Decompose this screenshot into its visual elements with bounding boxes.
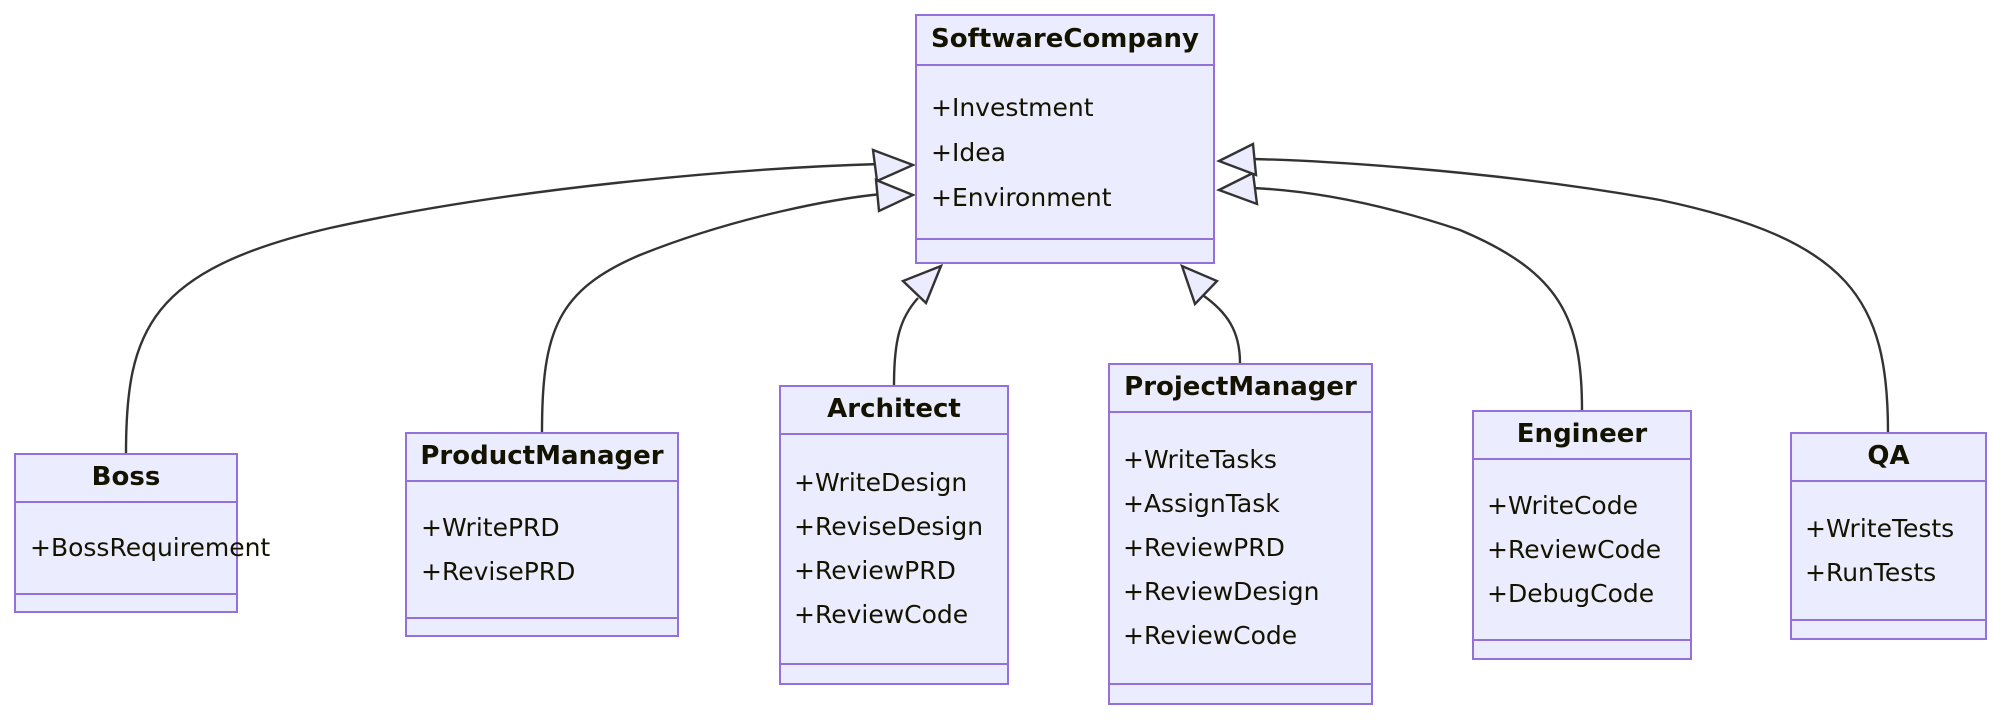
class-node-architect[interactable]: Architect +WriteDesign +ReviseDesign +Re… <box>779 385 1009 685</box>
edge-projectmanager-to-softwarecompany <box>1203 295 1242 364</box>
class-attribute: +ReviewPRD <box>794 556 956 585</box>
class-divider <box>1110 411 1371 413</box>
class-attribute: +WritePRD <box>421 512 560 542</box>
class-methods-qa <box>1792 621 1985 638</box>
class-title-architect: Architect <box>827 394 961 424</box>
class-attributes-architect: +WriteDesign +ReviseDesign +ReviewPRD +R… <box>781 435 1007 663</box>
class-divider <box>1792 619 1985 621</box>
class-divider <box>1110 683 1371 685</box>
arrowhead-architect <box>900 263 944 306</box>
class-methods-projectmanager <box>1110 685 1371 703</box>
class-attribute: +Idea <box>931 137 1006 167</box>
arrowhead-projectmanager <box>1179 263 1220 307</box>
class-title-qa: QA <box>1867 441 1910 471</box>
class-attribute: +ReviseDesign <box>794 512 984 541</box>
class-node-engineer[interactable]: Engineer +WriteCode +ReviewCode +DebugCo… <box>1472 410 1692 660</box>
class-title-productmanager: ProductManager <box>420 441 664 471</box>
class-divider <box>16 593 236 595</box>
class-divider <box>781 433 1007 435</box>
class-node-boss[interactable]: Boss +BossRequirement <box>14 453 271 613</box>
class-attribute: +BossRequirement <box>30 533 271 562</box>
class-attributes-engineer: +WriteCode +ReviewCode +DebugCode <box>1474 460 1690 639</box>
class-divider <box>1474 639 1690 641</box>
class-attributes-softwarecompany: +Investment +Idea +Environment <box>917 66 1213 238</box>
class-attribute: +WriteTests <box>1805 513 1955 543</box>
class-attributes-productmanager: +WritePRD +RevisePRD <box>407 482 677 617</box>
class-divider <box>1792 480 1985 482</box>
class-divider <box>781 663 1007 665</box>
class-attribute: +RevisePRD <box>421 556 576 586</box>
class-attribute: +WriteCode <box>1487 490 1638 520</box>
arrowhead-engineer <box>1215 171 1259 206</box>
class-node-softwarecompany[interactable]: SoftwareCompany +Investment +Idea +Envir… <box>915 14 1215 264</box>
class-title-projectmanager: ProjectManager <box>1124 372 1357 402</box>
class-divider <box>407 480 677 482</box>
class-methods-productmanager <box>407 619 677 635</box>
class-attributes-projectmanager: +WriteTasks +AssignTask +ReviewPRD +Revi… <box>1110 413 1371 683</box>
class-divider <box>917 238 1213 240</box>
class-methods-engineer <box>1474 641 1690 658</box>
class-attribute: +AssignTask <box>1123 489 1280 518</box>
class-node-qa[interactable]: QA +WriteTests +RunTests <box>1790 432 1987 640</box>
class-node-productmanager[interactable]: ProductManager +WritePRD +RevisePRD <box>405 432 679 637</box>
class-node-projectmanager[interactable]: ProjectManager +WriteTasks +AssignTask +… <box>1108 363 1373 705</box>
edge-engineer-to-softwarecompany <box>1251 186 1584 411</box>
class-attribute: +ReviewCode <box>1123 621 1298 650</box>
class-attribute: +ReviewCode <box>794 600 969 629</box>
edge-boss-to-softwarecompany <box>124 162 881 454</box>
class-attribute: +DebugCode <box>1487 578 1655 608</box>
class-attribute: +Investment <box>931 92 1094 122</box>
class-divider <box>407 617 677 619</box>
class-divider <box>16 501 236 503</box>
class-attribute: +WriteTasks <box>1123 445 1277 474</box>
edge-productmanager-to-softwarecompany <box>540 192 883 433</box>
class-attributes-qa: +WriteTests +RunTests <box>1792 482 1985 619</box>
class-attribute: +ReviewPRD <box>1123 533 1285 562</box>
class-title-softwarecompany: SoftwareCompany <box>931 24 1199 54</box>
class-attribute: +Environment <box>931 182 1112 212</box>
class-title-boss: Boss <box>91 462 161 492</box>
class-attribute: +ReviewDesign <box>1123 577 1320 606</box>
edge-qa-to-softwarecompany <box>1251 157 1890 433</box>
arrowhead-qa <box>1216 142 1258 177</box>
class-methods-softwarecompany <box>917 240 1213 262</box>
class-title-engineer: Engineer <box>1516 419 1648 449</box>
class-methods-boss <box>16 595 236 611</box>
class-methods-architect <box>781 665 1007 683</box>
edge-architect-to-softwarecompany <box>892 297 919 386</box>
arrowhead-boss <box>871 148 917 183</box>
class-attribute: +RunTests <box>1805 557 1937 587</box>
class-divider <box>917 64 1213 66</box>
class-attribute: +WriteDesign <box>794 468 968 497</box>
class-divider <box>1474 458 1690 460</box>
arrowhead-productmanager <box>874 178 916 213</box>
class-attributes-boss: +BossRequirement <box>16 503 271 593</box>
class-attribute: +ReviewCode <box>1487 534 1662 564</box>
